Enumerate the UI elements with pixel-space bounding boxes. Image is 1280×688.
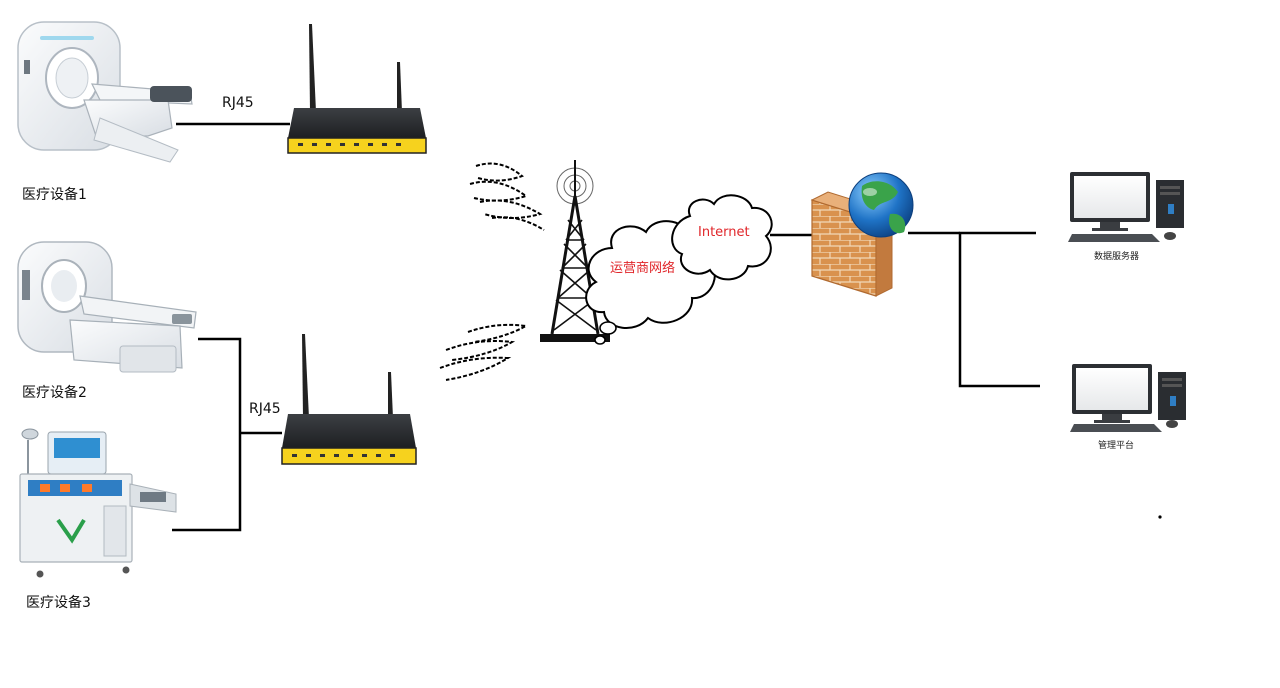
medical-device-1-ct-scanner [17,21,193,163]
data-server-computer-icon [1068,172,1184,242]
internet-label: Internet [698,225,750,240]
globe-icon [848,172,914,238]
wireless-signal-icon-bottom [439,323,530,381]
link-device2-bus [172,337,242,532]
medical-device-3-console [19,428,177,578]
device-3-label: 医疗设备3 [26,595,91,611]
rj45-label-bottom: RJ45 [249,401,281,417]
wireless-signal-icon-top [469,162,545,231]
cloud-tail-bubbles [594,321,617,345]
device-2-label: 医疗设备2 [22,385,87,401]
medical-device-2-ct-scanner [17,241,197,373]
carrier-network-label: 运营商网络 [610,261,676,276]
management-platform-label: 管理平台 [1098,441,1135,451]
data-server-label: 数据服务器 [1094,252,1140,262]
device-1-label: 医疗设备1 [22,187,87,203]
router-1 [287,24,427,154]
router-2 [281,334,417,465]
internet-cloud [671,194,773,281]
management-platform-computer-icon [1070,364,1186,432]
link-switch-servers [958,231,1040,388]
connection-lines [172,122,1040,532]
rj45-label-top: RJ45 [222,95,254,111]
stray-dot [1158,515,1162,519]
